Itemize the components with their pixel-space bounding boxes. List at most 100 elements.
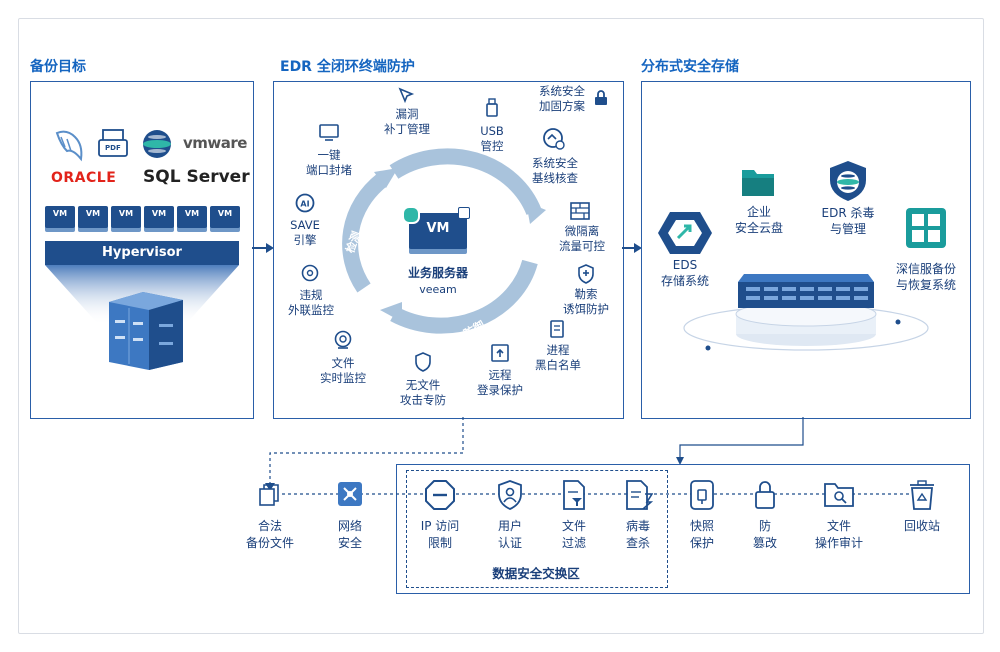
feature-port-line2: 端口封堵 xyxy=(306,163,352,177)
business-server-title: 业务服务器 xyxy=(407,266,468,280)
edr-panel: 预防 防御 检测 VM 业务服务器 veeam 漏洞 补丁管理 USB 管控 系… xyxy=(273,81,624,419)
feature-process-line2: 黑白名单 xyxy=(535,358,581,372)
feature-outreach-line2: 外联监控 xyxy=(288,303,334,317)
eds-logo-icon xyxy=(658,212,712,254)
snapshot-line1: 快照 xyxy=(689,519,714,533)
vm-box: VM xyxy=(78,206,108,228)
feature-isolate-line1: 微隔离 xyxy=(564,224,600,238)
firewall-icon xyxy=(570,202,590,220)
vmware-logo: vmware xyxy=(183,134,247,152)
feature-isolate-line2: 流量可控 xyxy=(559,239,605,253)
netsec-line2: 安全 xyxy=(337,536,362,550)
baseline-check-icon xyxy=(543,128,565,150)
storage-panel: EDS 存储系统 企业 安全云盘 EDR 杀毒 与管理 深信服备份 与恢复系统 xyxy=(641,81,971,419)
snapshot-line2: 保护 xyxy=(689,536,714,550)
process-list-icon xyxy=(550,320,564,338)
cloud-disk-line2: 安全云盘 xyxy=(734,221,783,235)
solid-connector xyxy=(676,417,804,465)
cloud-disk-folder-icon xyxy=(742,170,774,196)
feature-ransom-line1: 勒索 xyxy=(574,287,598,301)
fileless-shield-icon xyxy=(415,352,431,372)
ransom-shield-icon xyxy=(578,264,594,284)
server-rack-icon xyxy=(109,292,183,370)
virus-scan-icon xyxy=(626,480,653,510)
audit-line1: 文件 xyxy=(826,519,851,533)
feature-outreach-line1: 违规 xyxy=(299,288,323,302)
filter-line2: 过滤 xyxy=(561,536,586,550)
feature-harden-line2: 加固方案 xyxy=(539,99,585,113)
vm-box: VM xyxy=(111,206,141,228)
flow-line xyxy=(282,493,932,495)
outreach-monitor-icon xyxy=(301,264,319,282)
user-auth-shield-icon xyxy=(498,480,522,510)
cloud-disk-line1: 企业 xyxy=(746,205,771,219)
filter-line1: 文件 xyxy=(561,519,586,533)
protection-ring xyxy=(342,148,546,334)
monitor-icon xyxy=(319,124,339,141)
feature-fileless-line1: 无文件 xyxy=(405,378,441,392)
vm-box: VM xyxy=(177,206,207,228)
backup-system-line2: 与恢复系统 xyxy=(895,278,956,292)
exchange-zone-label: 数据安全交换区 xyxy=(492,566,580,581)
storage-pedestal xyxy=(683,274,929,351)
diagram-frame xyxy=(18,18,984,634)
ip-line2: 限制 xyxy=(427,536,452,550)
feature-remote-line1: 远程 xyxy=(488,368,512,382)
feature-port-line1: 一键 xyxy=(317,148,341,162)
mysql-icon xyxy=(55,130,83,162)
section-title-edr: EDR 全闭环终端防护 xyxy=(280,59,415,75)
user-line1: 用户 xyxy=(497,519,522,533)
feature-process-line1: 进程 xyxy=(546,343,570,357)
feature-vuln-line2: 补丁管理 xyxy=(384,122,430,136)
data-exchange-zone xyxy=(406,470,668,588)
feature-save-line2: 引擎 xyxy=(293,233,317,247)
feature-remote-line2: 登录保护 xyxy=(477,383,523,397)
recycle-bin-icon xyxy=(910,480,934,510)
backup-recovery-logo-icon xyxy=(906,208,946,248)
remote-login-icon xyxy=(491,344,509,362)
network-security-icon xyxy=(338,482,362,506)
legal-line1: 合法 xyxy=(257,519,282,533)
sql-server-logo: SQL Server xyxy=(143,167,250,187)
oracle-logo: ORACLE xyxy=(51,170,117,186)
netsec-line1: 网络 xyxy=(337,519,362,533)
tamper-line1: 防 xyxy=(758,519,771,533)
edr-antivirus-shield-icon xyxy=(830,161,866,201)
tamper-line2: 篡改 xyxy=(752,536,777,550)
feature-baseline-line1: 系统安全 xyxy=(532,156,578,170)
business-server-sub: veeam xyxy=(419,283,457,296)
feature-save-line1: SAVE xyxy=(290,218,320,232)
legal-line2: 备份文件 xyxy=(245,536,294,550)
file-monitor-icon xyxy=(334,330,352,349)
snapshot-icon xyxy=(690,480,714,510)
patch-icon xyxy=(398,87,415,104)
lock-icon xyxy=(595,90,607,105)
hypervisor-bar: Hypervisor xyxy=(45,241,239,265)
feature-usb-line1: USB xyxy=(480,124,504,138)
vm-box: VM xyxy=(144,206,174,228)
section-title-backup: 备份目标 xyxy=(30,59,86,75)
vm-box: VM xyxy=(45,206,75,228)
business-server-vm: VM xyxy=(409,213,467,249)
arrow-right-icon xyxy=(252,243,274,253)
feature-ransom-line2: 诱饵防护 xyxy=(563,302,609,316)
feature-filemon-line2: 实时监控 xyxy=(320,371,366,385)
tamper-lock-icon xyxy=(755,481,775,509)
pdf-icon: PDF xyxy=(97,128,129,160)
file-filter-icon xyxy=(563,480,585,510)
arrow-right-icon xyxy=(622,243,642,253)
edr-av-line1: EDR 杀毒 xyxy=(821,206,875,220)
feature-filemon-line1: 文件 xyxy=(331,356,355,370)
feature-baseline-line2: 基线核查 xyxy=(532,171,578,185)
ai-engine-icon: AI xyxy=(295,193,315,213)
section-title-storage: 分布式安全存储 xyxy=(641,59,739,75)
feature-vuln-line1: 漏洞 xyxy=(395,107,419,121)
ip-line1: IP 访问 xyxy=(420,519,460,533)
ip-block-icon xyxy=(425,480,455,510)
shield-badge-icon xyxy=(458,207,470,219)
feature-usb-line2: 管控 xyxy=(480,139,504,153)
backup-target-panel: PDF vmware ORACLE SQL Server VM VM VM VM… xyxy=(30,81,254,419)
edr-av-line2: 与管理 xyxy=(829,222,866,236)
svg-text:AI: AI xyxy=(300,200,309,209)
file-audit-folder-icon xyxy=(824,483,854,507)
